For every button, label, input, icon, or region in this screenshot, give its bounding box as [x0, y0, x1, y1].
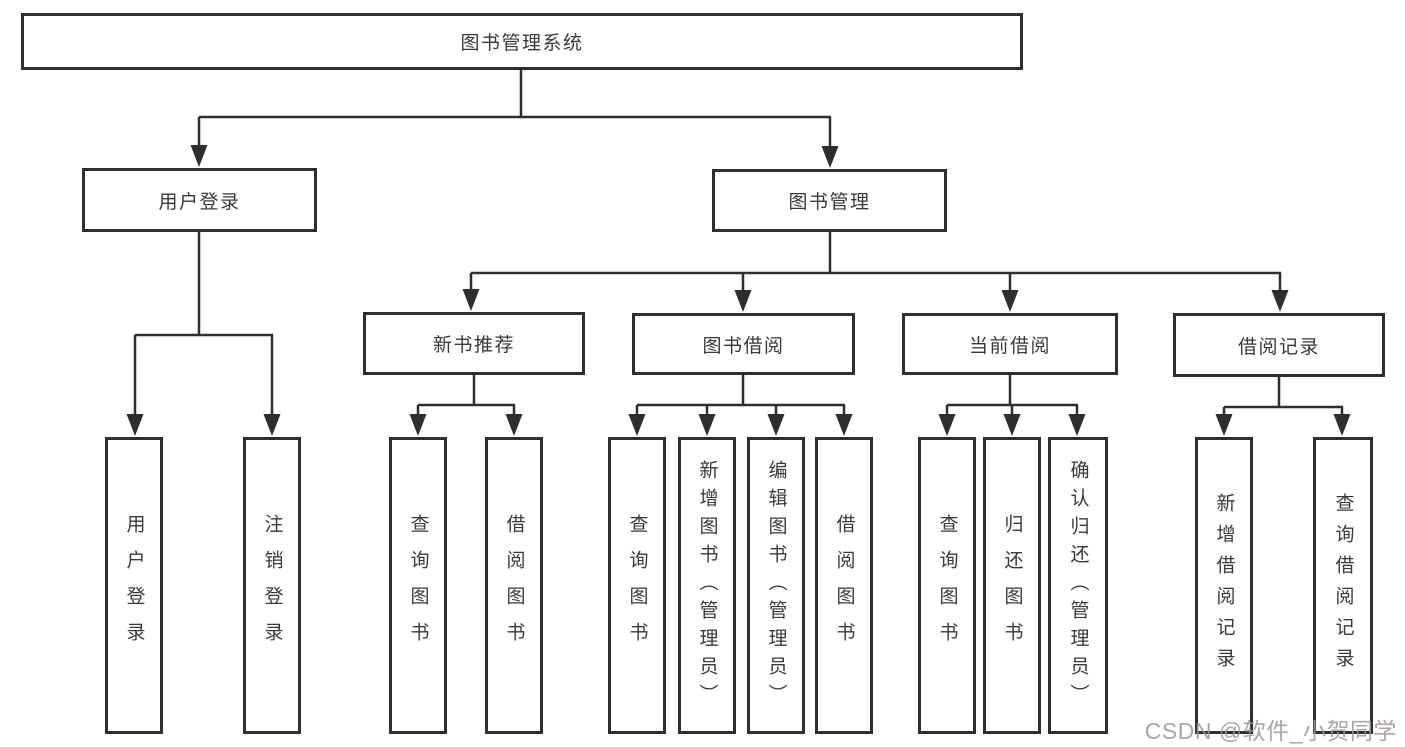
node-leaf-query-borrow-record: 查询借阅记录: [1313, 437, 1373, 734]
node-leaf-borrow-books-1: 借阅图书: [485, 437, 543, 734]
node-leaf-edit-book-admin: 编辑图书（管理员）: [747, 437, 805, 734]
node-leaf-user-login: 用户登录: [105, 437, 163, 734]
arrowheads: [126, 145, 1351, 436]
node-book-borrowing: 图书借阅: [632, 313, 855, 375]
node-label: 新增借阅记录: [1213, 492, 1235, 679]
node-leaf-query-books-2: 查询图书: [608, 437, 666, 734]
node-user-login: 用户登录: [82, 168, 317, 232]
node-label: 编辑图书（管理员）: [765, 459, 787, 712]
node-leaf-return-books: 归还图书: [983, 437, 1041, 734]
node-library-management-system: 图书管理系统: [21, 13, 1023, 70]
node-label: 新增图书（管理员）: [696, 459, 718, 712]
node-leaf-query-books-1: 查询图书: [389, 437, 447, 734]
node-label: 查询图书: [936, 513, 958, 658]
node-label: 用户登录: [123, 513, 145, 658]
node-label: 查询图书: [626, 513, 648, 658]
node-leaf-confirm-return-admin: 确认归还（管理员）: [1048, 437, 1108, 734]
node-leaf-add-borrow-record: 新增借阅记录: [1195, 437, 1253, 734]
node-label: 确认归还（管理员）: [1067, 459, 1089, 712]
node-label: 新书推荐: [432, 335, 515, 356]
node-label: 当前借阅: [968, 335, 1051, 357]
node-label: 查询图书: [407, 513, 429, 658]
node-book-management: 图书管理: [712, 169, 947, 232]
node-new-book-recommend: 新书推荐: [363, 312, 585, 375]
node-current-borrowing: 当前借阅: [902, 313, 1118, 375]
connector-paths: [133, 70, 1344, 419]
node-leaf-borrow-books-2: 借阅图书: [815, 437, 873, 734]
node-label: 借阅图书: [503, 513, 525, 658]
csdn-watermark: CSDN @软件_小贺同学: [1144, 718, 1397, 744]
node-leaf-add-book-admin: 新增图书（管理员）: [678, 437, 736, 734]
node-leaf-query-books-3: 查询图书: [918, 437, 976, 734]
node-borrow-records: 借阅记录: [1173, 313, 1385, 377]
node-label: 图书借阅: [702, 335, 785, 357]
node-label: 归还图书: [1001, 513, 1023, 658]
node-label: 借阅图书: [833, 513, 855, 658]
node-label: 查询借阅记录: [1332, 492, 1354, 679]
node-label: 注销登录: [261, 513, 283, 658]
node-label: 图书管理系统: [460, 33, 584, 54]
node-label: 借阅记录: [1237, 336, 1320, 358]
node-leaf-logout: 注销登录: [243, 437, 301, 734]
node-label: 图书管理: [788, 192, 871, 213]
node-label: 用户登录: [158, 191, 241, 213]
